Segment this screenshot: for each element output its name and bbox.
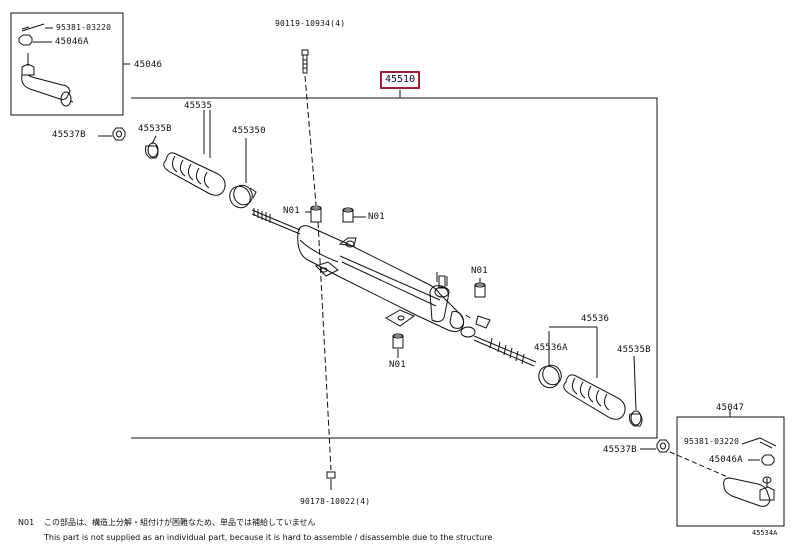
right-tie-rod-box — [676, 416, 785, 527]
right-boot-clamp — [629, 355, 643, 427]
left-boot — [163, 110, 226, 196]
label-455350: 455350 — [232, 126, 266, 136]
catalog-id: 45534A — [752, 529, 778, 537]
footnote-code: N01 — [18, 518, 35, 527]
label-45046: 45046 — [134, 60, 163, 70]
bushing-n01-a — [305, 205, 322, 223]
left-inner-rod — [251, 208, 301, 235]
right-boot — [549, 326, 626, 420]
bushing-n01-c — [474, 278, 486, 298]
label-45535: 45535 — [184, 101, 213, 111]
rack-housing — [297, 225, 491, 338]
label-45046A-right: 45046A — [709, 455, 743, 465]
label-95381-left: 95381-03220 — [56, 23, 112, 32]
left-tie-rod-end — [18, 23, 74, 107]
label-95381-right: 95381-03220 — [684, 437, 740, 446]
left-lock-nut — [98, 127, 126, 141]
label-90119: 90119-10934(4) — [275, 19, 346, 28]
label-45535B-left: 45535B — [138, 124, 172, 134]
label-45537B-left: 45537B — [52, 130, 86, 140]
left-boot-ring — [229, 138, 257, 209]
bushing-n01-b — [342, 207, 366, 223]
label-45536: 45536 — [581, 314, 610, 324]
upper-bolt — [301, 49, 317, 206]
right-tie-rod-end — [723, 437, 777, 507]
assembly-outline — [131, 97, 658, 439]
label-n01-b: N01 — [368, 212, 385, 222]
left-boot-clamp — [145, 135, 159, 159]
label-n01-c: N01 — [471, 266, 488, 276]
label-45537B-right: 45537B — [603, 445, 637, 455]
right-boot-ring — [538, 331, 562, 389]
label-45536A: 45536A — [534, 343, 568, 353]
label-90178: 90178-10022(4) — [300, 497, 371, 506]
right-inner-rod — [473, 335, 537, 367]
label-45510-highlight[interactable]: 45510 — [380, 71, 421, 89]
lower-nut — [317, 221, 336, 490]
label-n01-d: N01 — [389, 360, 406, 370]
label-45047: 45047 — [716, 403, 745, 413]
label-n01-a: N01 — [283, 206, 300, 216]
label-45046A-left: 45046A — [55, 37, 89, 47]
bushing-n01-d — [392, 333, 404, 358]
footnote-english: This part is not supplied as an individu… — [44, 533, 493, 542]
footnote-japanese: この部品は、構造上分解・組付けが困難なため、単品では補給していません — [44, 518, 316, 527]
right-lock-nut — [640, 439, 731, 479]
label-45535B-right: 45535B — [617, 345, 651, 355]
